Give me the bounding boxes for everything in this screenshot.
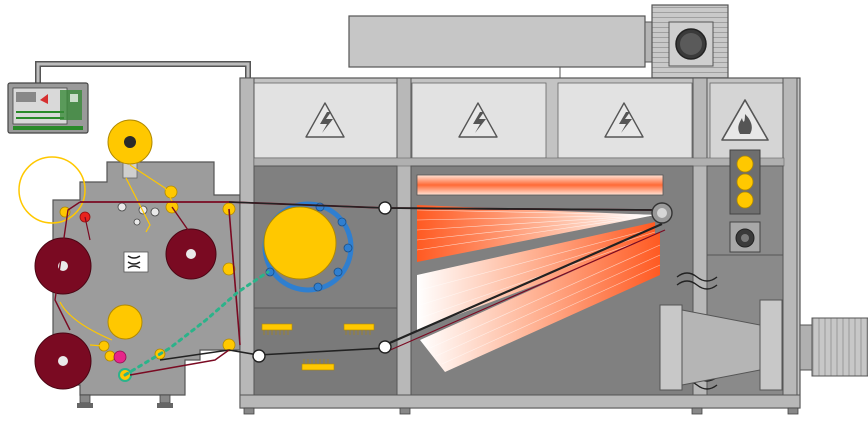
roll-label-tag xyxy=(124,252,148,272)
exhaust-duct xyxy=(349,16,653,78)
heater-bar-top xyxy=(417,175,663,195)
drum-chamber xyxy=(254,166,397,395)
dryer-feet xyxy=(244,408,798,414)
empty-reel-outline xyxy=(19,157,85,223)
control-panel-icon xyxy=(8,83,88,133)
reel-center xyxy=(166,229,216,279)
fan-icon xyxy=(652,5,728,85)
magenta-indicator xyxy=(114,351,126,363)
reel-left-bottom xyxy=(35,333,91,389)
control-cable xyxy=(38,64,248,84)
material-roll-lower xyxy=(108,305,142,339)
exhaust-port xyxy=(730,222,760,252)
burner-stack xyxy=(730,150,760,214)
gear-shaft-icon xyxy=(800,318,868,376)
